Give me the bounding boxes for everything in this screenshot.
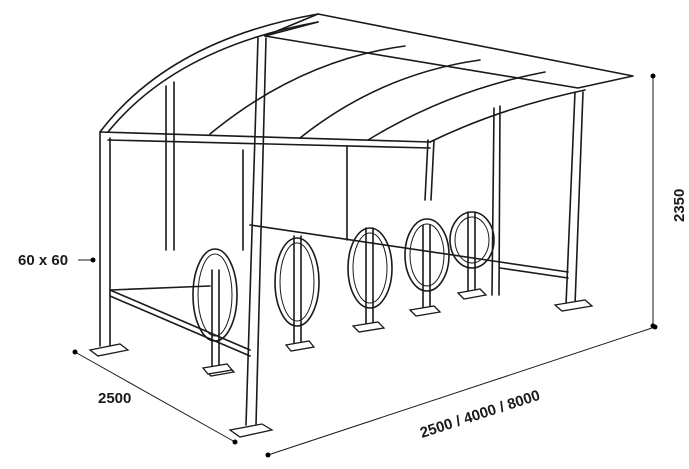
- length-dimension-label: 2500 / 4000 / 8000: [418, 387, 542, 442]
- profile-dimension-label: 60 x 60: [18, 252, 68, 269]
- posts: [99, 37, 584, 426]
- roof: [99, 13, 634, 149]
- bike-rack: [274, 235, 320, 352]
- bike-rack: [192, 248, 238, 375]
- bike-racks: [192, 211, 495, 375]
- bike-rack: [449, 211, 495, 300]
- dimension-lines: [72, 73, 658, 458]
- bike-rack: [404, 218, 450, 317]
- depth-dimension-label: 2500: [98, 390, 131, 407]
- height-dimension-label: 2350: [671, 189, 688, 222]
- base-frame: [109, 224, 569, 357]
- bike-rack: [347, 227, 393, 333]
